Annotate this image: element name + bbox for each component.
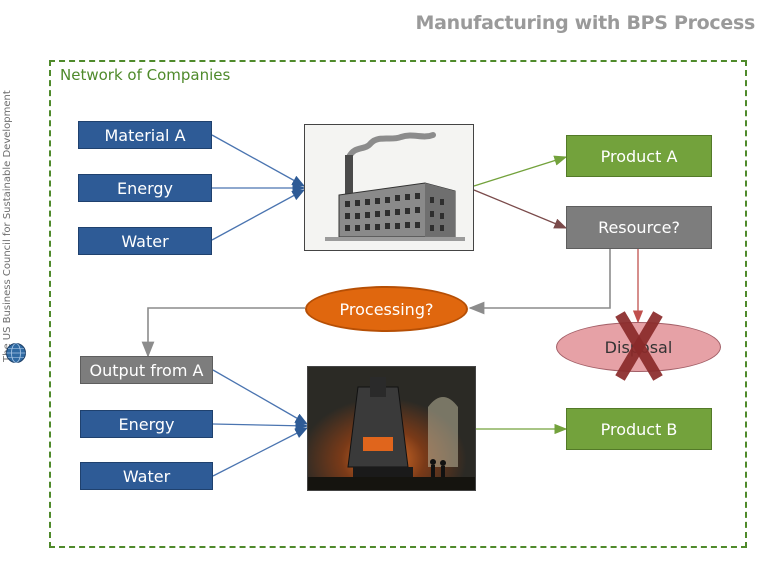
factory-illustration-icon	[305, 125, 473, 250]
arrow-resource	[473, 189, 568, 229]
input-energy-top: Energy	[78, 174, 212, 202]
input-output-from-a: Output from A	[80, 356, 213, 384]
steam-hammer-illustration-icon	[308, 367, 475, 490]
factory-image	[304, 124, 474, 251]
input-energy-bottom: Energy	[80, 410, 213, 438]
arrow-product-a	[473, 155, 568, 187]
cross-out-x-icon	[615, 311, 663, 381]
resource-box: Resource?	[566, 206, 712, 249]
product-a-box: Product A	[566, 135, 712, 177]
page-title: Manufacturing with BPS Process	[415, 12, 756, 34]
arrow-output-from-a	[212, 369, 309, 425]
globe-logo-icon	[6, 343, 26, 363]
forge-image	[307, 366, 476, 491]
arrow-material-a	[211, 134, 306, 187]
arrow-water-bottom	[212, 427, 309, 477]
input-material-a: Material A	[78, 121, 212, 149]
network-label: Network of Companies	[60, 66, 231, 84]
input-water-bottom: Water	[80, 462, 213, 490]
arrow-water-top	[211, 189, 306, 241]
network-of-companies-boundary	[49, 60, 747, 548]
arrow-energy-bottom	[212, 420, 309, 431]
arrow-resource-processing	[468, 249, 611, 315]
input-water-top: Water	[78, 227, 212, 255]
arrow-processing-output	[141, 307, 305, 358]
processing-oval: Processing?	[305, 286, 468, 332]
product-b-box: Product B	[566, 408, 712, 450]
